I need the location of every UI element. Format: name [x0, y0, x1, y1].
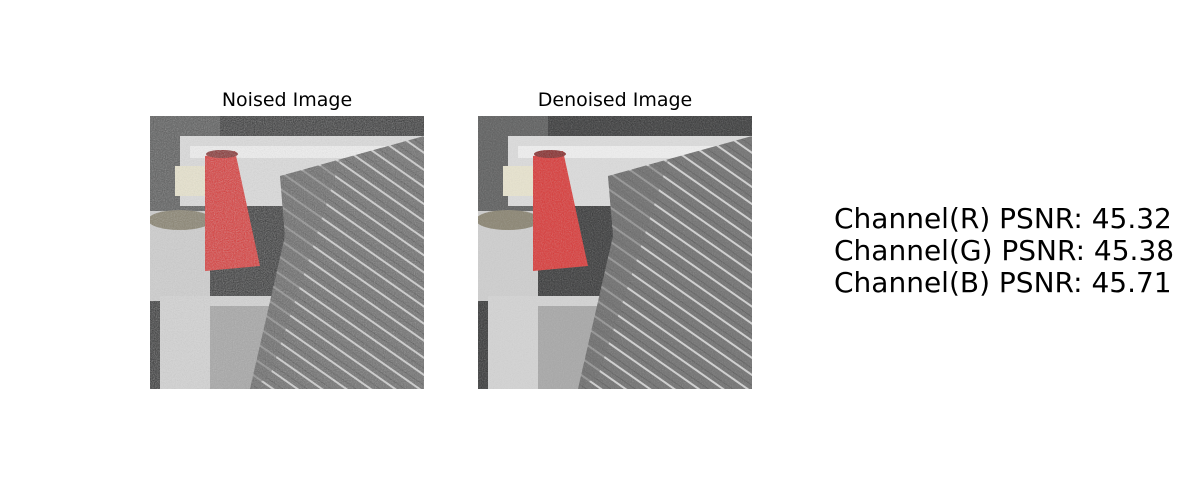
- psnr-metrics: Channel(R) PSNR: 45.32 Channel(G) PSNR: …: [834, 203, 1174, 299]
- noised-image-title: Noised Image: [221, 89, 353, 111]
- noised-image: [150, 116, 424, 389]
- denoised-image: [478, 116, 752, 389]
- denoised-image-title: Denoised Image: [537, 89, 693, 111]
- psnr-channel-r: Channel(R) PSNR: 45.32: [834, 202, 1172, 235]
- psnr-channel-b: Channel(B) PSNR: 45.71: [834, 266, 1172, 299]
- psnr-channel-g: Channel(G) PSNR: 45.38: [834, 234, 1175, 267]
